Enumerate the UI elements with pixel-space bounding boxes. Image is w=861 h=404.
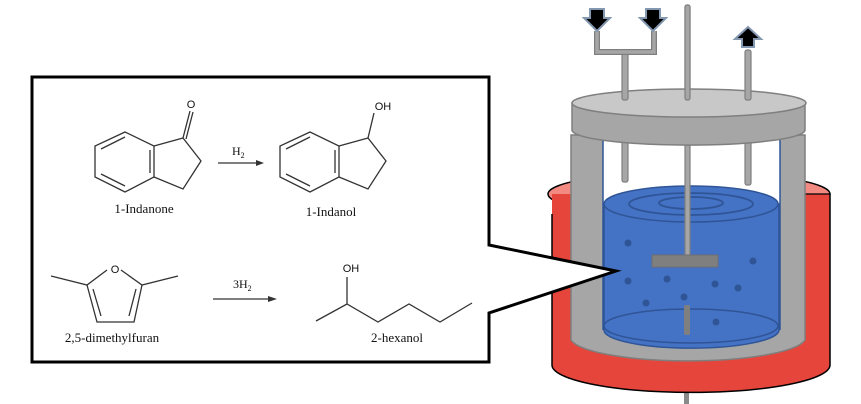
reactor [547,4,831,404]
inlet-arrow-2 [637,8,669,33]
reaction-callout [30,75,622,364]
bottom-shaft [684,385,689,404]
gas-outlet-tube [744,139,752,186]
outlet-arrow [732,25,764,48]
liquid [603,185,780,349]
gas-inlet-tube [621,139,629,183]
reagent-2: 3H2 [233,277,252,293]
product-1-label: 1-Indanol [306,204,357,219]
inlet-arrow-1 [581,8,613,33]
hexanol-structure [315,277,473,323]
reactant-2-label: 2,5-dimethylfuran [65,330,160,345]
hexanol-oh-group: OH [343,263,360,275]
dimethylfuran-structure [50,269,179,323]
indanol-structure [279,112,387,193]
furan-o-atom: O [111,264,120,276]
thermocouple [684,305,690,335]
product-2-label: 2-hexanol [371,330,423,345]
gas-bubbles [624,239,757,326]
impeller [651,254,719,268]
indanone-o-atom: O [187,99,196,111]
indanone-structure [94,110,202,193]
reactant-1-label: 1-Indanone [114,201,173,216]
reaction-2: O 2,5-dimethylfuran 3H2 OH 2-hexanol [50,263,473,345]
reagent-1: H2 [232,144,245,160]
reaction-1: O 1-Indanone H2 OH 1-Indanol [94,99,392,219]
indanol-oh-group: OH [375,101,392,113]
